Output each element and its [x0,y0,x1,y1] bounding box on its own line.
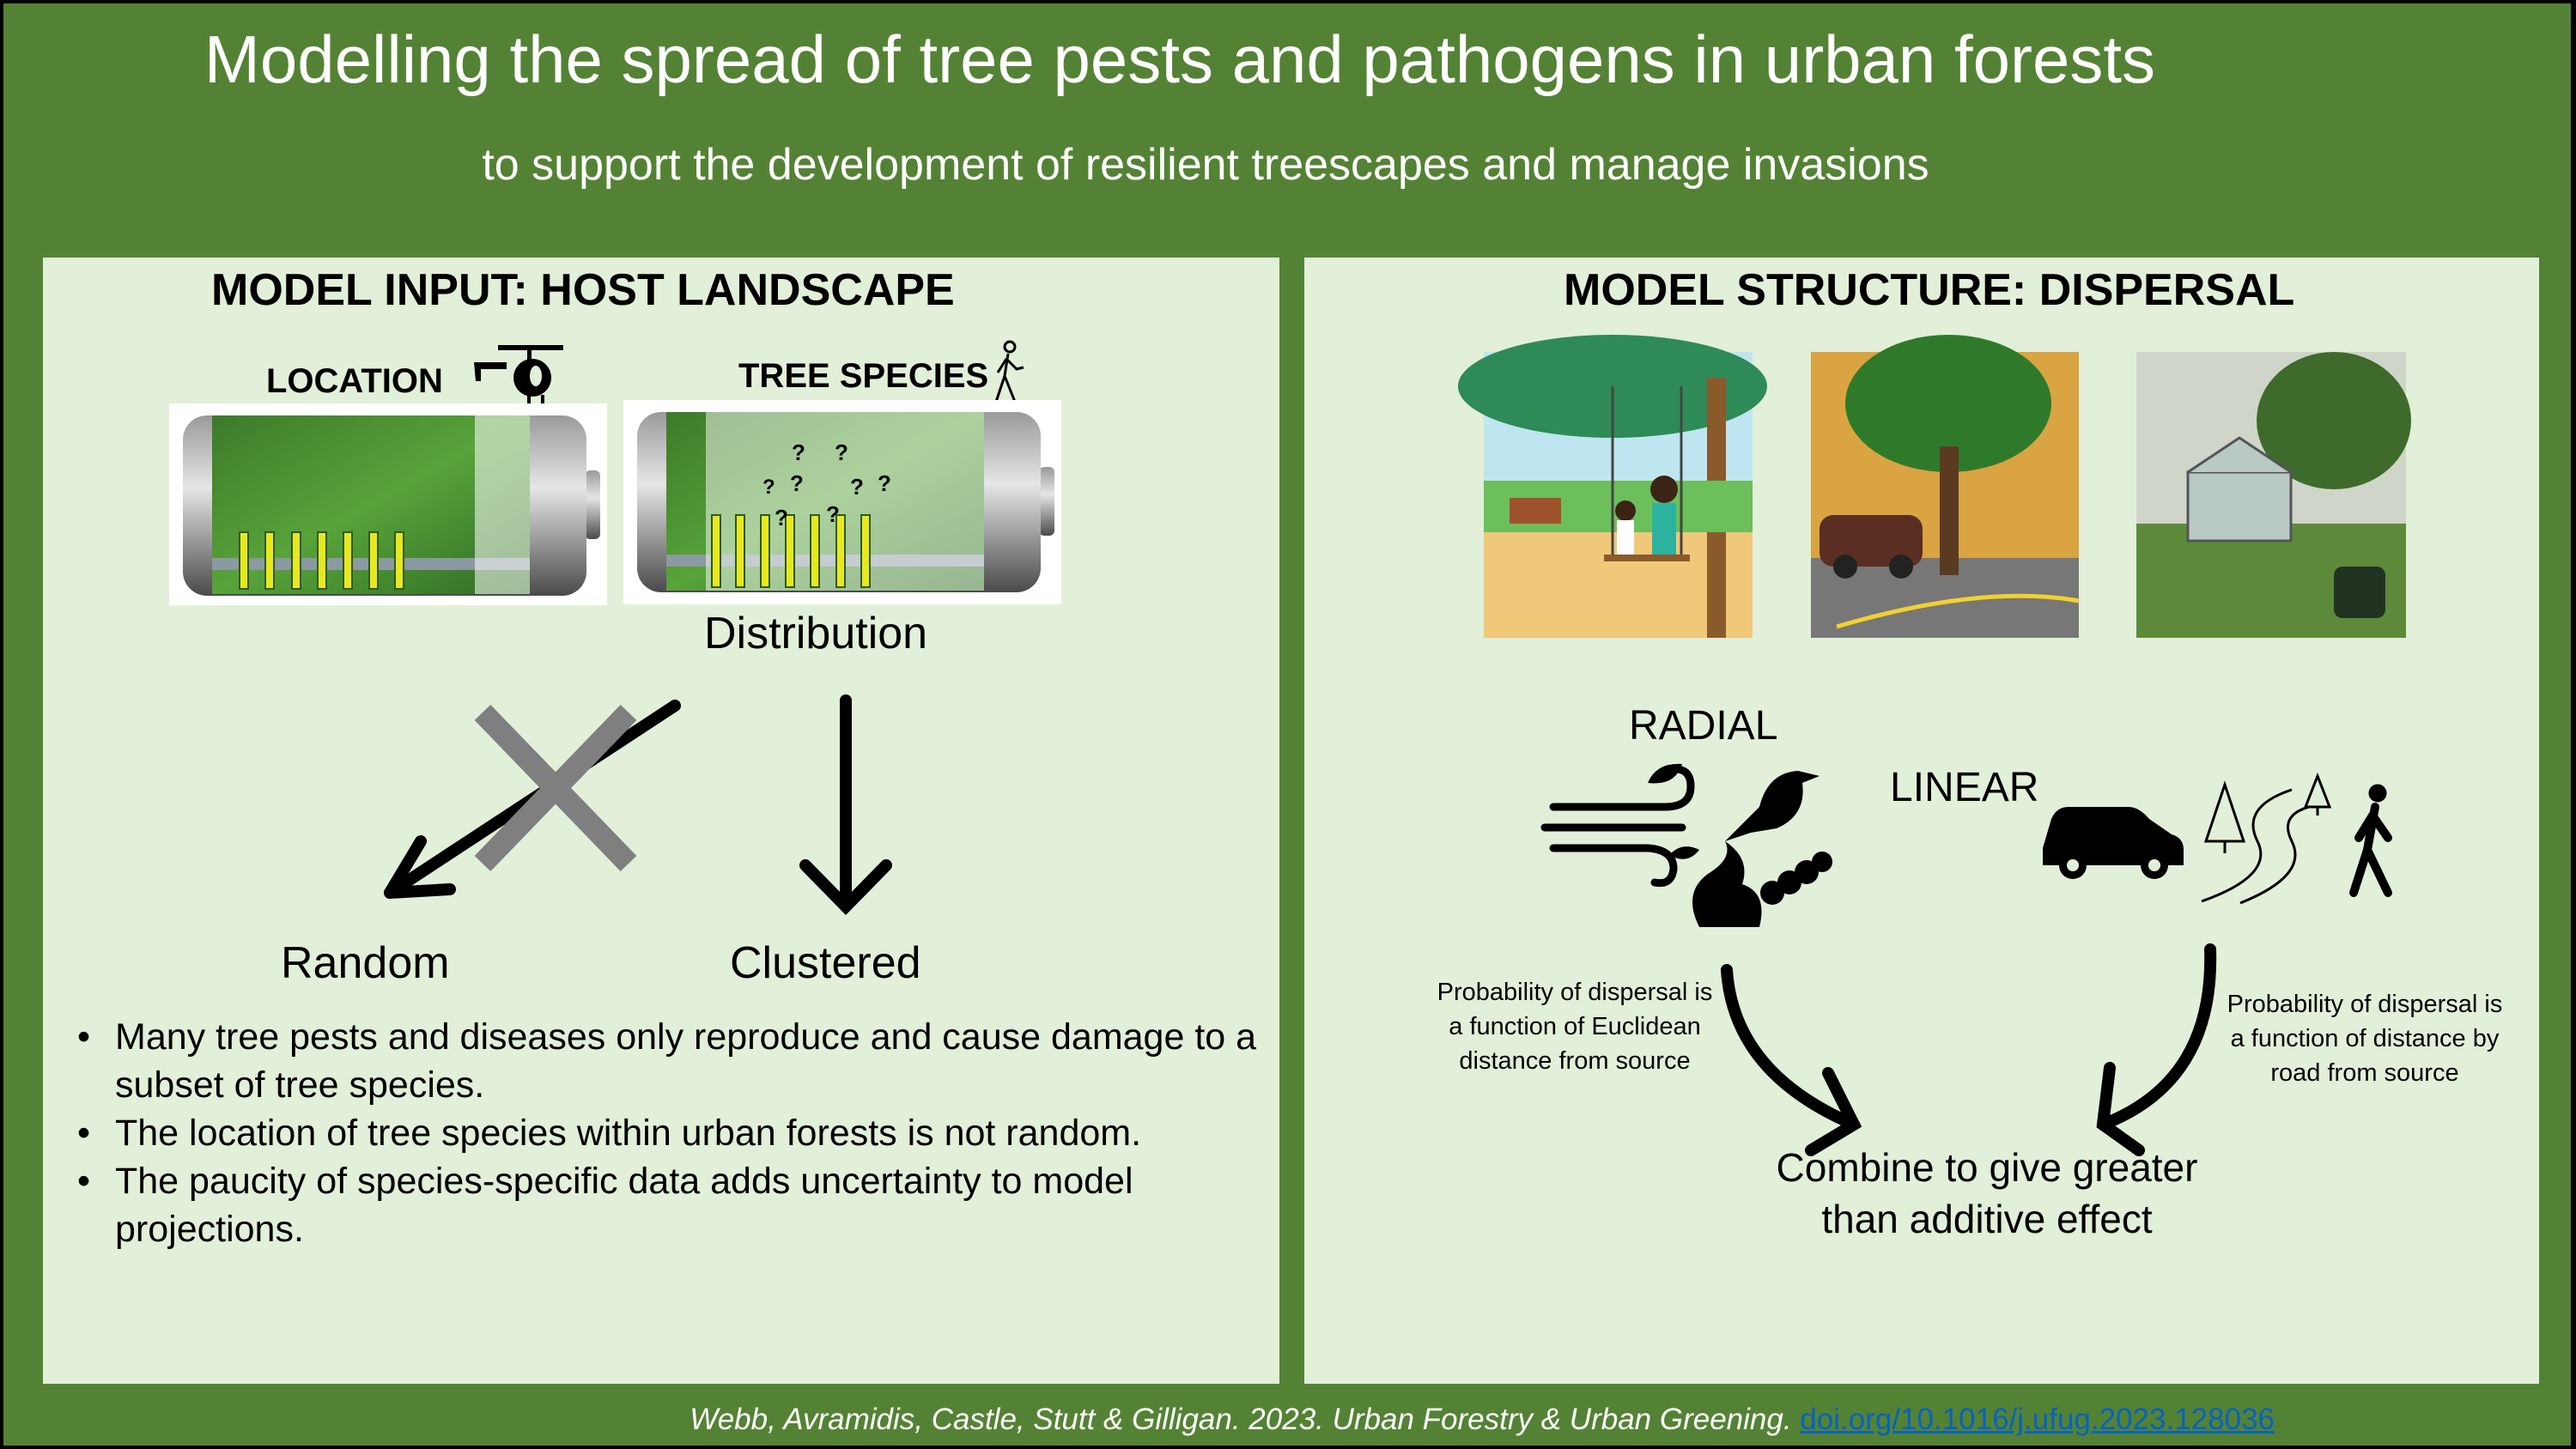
question-mark: ? [762,476,775,499]
host-landscape-panel: MODEL INPUT: HOST LANDSCAPE LOCATION TRE… [43,258,1279,1384]
radial-note-line: Probability of dispersal is [1437,979,1713,1006]
list-item: Many tree pests and diseases only reprod… [77,1013,1262,1109]
winding-road-icon [2201,788,2310,905]
radial-curved-arrow [1721,964,1862,1156]
radial-label: RADIAL [1629,703,1778,749]
question-mark: ? [878,470,891,496]
poster-subtitle: to support the development of resilient … [482,140,1929,190]
location-battery-image [169,403,607,605]
bird-icon [1725,771,1820,841]
clustered-label: Clustered [730,938,921,988]
radial-note-line: a function of Euclidean [1449,1013,1701,1040]
squirrel-icon [1692,841,1762,927]
clustered-arrow [799,694,892,916]
poster-title: Modelling the spread of tree pests and p… [204,21,2156,97]
list-item: The location of tree species within urba… [77,1109,1262,1157]
leaf-icon [1648,763,1682,784]
tree-icon [2203,780,2246,853]
random-label: Random [281,938,450,988]
combine-line: Combine to give greater [1776,1145,2198,1190]
walking-person-icon [994,340,1024,403]
question-mark: ? [850,474,864,500]
street-car-illustration [1811,335,2080,638]
park-swing-illustration [1458,335,1767,638]
crossed-out-icon [474,704,637,872]
dispersal-icons-and-arrows [1540,763,2392,1156]
question-mark: ? [775,505,788,530]
distribution-label: Distribution [704,609,928,658]
linear-note-line: a function of distance by [2230,1025,2500,1052]
dispersal-heading: MODEL STRUCTURE: DISPERSAL [1564,265,2295,315]
linear-note: Probability of dispersal is a function o… [2197,987,2532,1090]
distribution-arrows [384,694,892,916]
wind-icon [1540,765,1695,888]
linear-note-line: Probability of dispersal is [2227,991,2503,1018]
question-mark: ? [826,501,840,527]
question-mark: ? [835,440,848,465]
leaf-icon [1669,846,1699,859]
radial-note-line: distance from source [1459,1047,1691,1075]
linear-curved-arrow [2096,943,2217,1156]
linear-note-line: road from source [2270,1059,2459,1087]
location-label: LOCATION [266,362,443,400]
caterpillar-icon [1760,852,1832,905]
radial-note: Probability of dispersal is a function o… [1407,975,1742,1078]
tree-icon [2303,772,2332,815]
citation-text: Webb, Avramidis, Castle, Stutt & Gilliga… [690,1403,1792,1436]
car-icon [2043,807,2184,865]
key-points-list: Many tree pests and diseases only reprod… [77,1013,1262,1253]
citation: Webb, Avramidis, Castle, Stutt & Gilliga… [690,1403,2275,1437]
garden-greenhouse-illustration [2136,352,2411,638]
tree-species-battery-image [623,400,1061,604]
dispersal-panel: MODEL STRUCTURE: DISPERSAL RADIAL LINEAR [1304,258,2539,1384]
combine-line: than additive effect [1821,1197,2153,1241]
walking-person-icon [2349,784,2392,897]
host-landscape-heading: MODEL INPUT: HOST LANDSCAPE [211,265,955,315]
tree-species-label: TREE SPECIES [738,357,989,395]
helicopter-icon [474,345,563,410]
combine-statement: Combine to give greater than additive ef… [1729,1142,2245,1245]
question-mark: ? [790,470,804,496]
question-mark: ? [792,440,805,465]
poster: Modelling the spread of tree pests and p… [3,3,2571,1446]
list-item: The paucity of species-specific data add… [77,1157,1262,1253]
linear-label: LINEAR [1890,765,2039,810]
doi-link[interactable]: doi.org/10.1016/j.ufug.2023.128036 [1800,1403,2275,1436]
